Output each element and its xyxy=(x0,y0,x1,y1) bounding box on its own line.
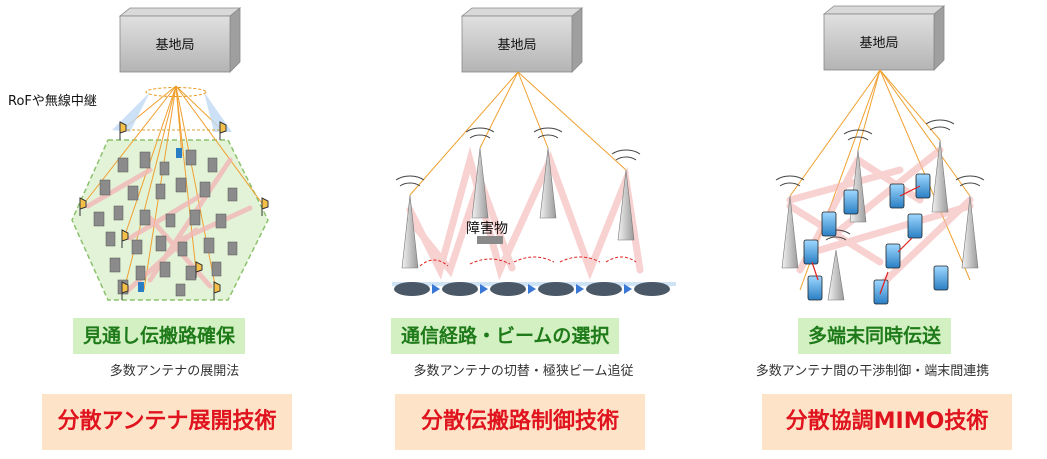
feature-label: 多端末同時伝送 xyxy=(798,318,952,354)
obstacle-label: 障害物 xyxy=(466,221,508,237)
base-station-label: 基地局 xyxy=(859,36,899,51)
base-station-box xyxy=(822,5,946,71)
cooperation-arrows xyxy=(811,185,921,295)
panel-3-illustration xyxy=(775,5,985,305)
vehicles-row xyxy=(392,282,676,296)
base-station-label: 基地局 xyxy=(155,38,195,53)
antennas xyxy=(79,121,269,300)
fiber-links xyxy=(409,71,627,196)
technology-title: 分散アンテナ展開技術 xyxy=(42,394,292,450)
rof-hub-ellipse xyxy=(145,87,207,97)
terminals xyxy=(803,173,949,305)
feature-label: 見通し伝搬路確保 xyxy=(73,318,246,354)
base-station-box xyxy=(118,7,242,73)
feature-description: 多数アンテナ間の干渉制御・端末間連携 xyxy=(755,364,990,379)
technology-title: 分散協調MIMO技術 xyxy=(762,394,1012,450)
base-station-box xyxy=(460,7,584,73)
base-station-label: 基地局 xyxy=(497,38,537,53)
rof-annotation: RoFや無線中継 xyxy=(8,94,97,109)
antenna-towers xyxy=(781,139,979,301)
feature-description: 多数アンテナの切替・極狭ビーム追従 xyxy=(413,364,634,379)
feature-label: 通信経路・ビームの選択 xyxy=(391,318,620,354)
panel-2-illustration xyxy=(392,7,676,296)
obstacle-block xyxy=(477,236,503,244)
beams xyxy=(85,157,253,295)
handover-arcs xyxy=(419,256,637,267)
panel-1-illustration xyxy=(71,7,269,301)
antenna-towers xyxy=(401,147,635,269)
beams xyxy=(406,146,644,281)
feature-description: 多数アンテナの展開法 xyxy=(109,364,240,379)
technology-title: 分散伝搬路制御技術 xyxy=(395,394,645,450)
